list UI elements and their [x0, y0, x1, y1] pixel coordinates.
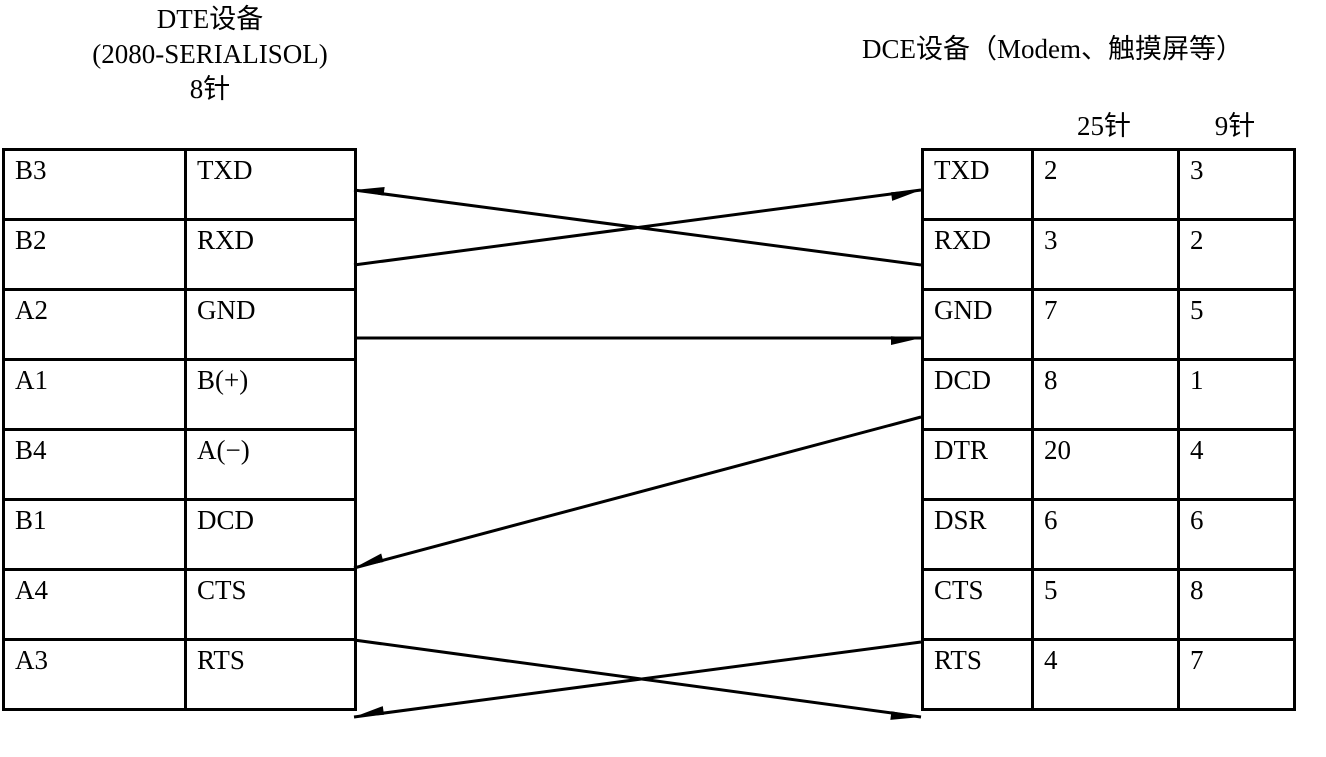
dce-pin9-cell: 3	[1177, 148, 1296, 221]
dce-pin9-cell: 1	[1177, 358, 1296, 431]
dce-signal-cell: RTS	[921, 638, 1034, 711]
dte-signal-cell: RTS	[184, 638, 357, 711]
dce-signal-cell: DSR	[921, 498, 1034, 571]
table-row: TXD 2 3	[921, 148, 1296, 221]
dte-pin-cell: A1	[2, 358, 187, 431]
table-row: DTR 20 4	[921, 428, 1296, 501]
dte-signal-cell: GND	[184, 288, 357, 361]
wire-group	[353, 186, 922, 720]
dce-pin25-cell: 8	[1031, 358, 1180, 431]
table-row: DCD 8 1	[921, 358, 1296, 431]
dte-signal-cell: B(+)	[184, 358, 357, 431]
dce-col-header-9pin: 9针	[1214, 111, 1256, 141]
dce-pin9-cell: 6	[1177, 498, 1296, 571]
dce-pin9-cell: 5	[1177, 288, 1296, 361]
dce-signal-cell: DTR	[921, 428, 1034, 501]
dce-pin9-cell: 2	[1177, 218, 1296, 291]
dte-signal-cell: A(−)	[184, 428, 357, 501]
dce-signal-table: TXD 2 3 RXD 3 2 GND 7 5 DCD 8 1 DTR 20	[921, 148, 1296, 711]
table-row: RXD 3 2	[921, 218, 1296, 291]
table-row: GND 7 5	[921, 288, 1296, 361]
arrowhead-dce-cts-to-dte-rts	[354, 706, 384, 717]
arrowhead-dte-gnd-to-dce-gnd	[891, 336, 921, 345]
dte-pin-cell: B1	[2, 498, 187, 571]
dte-pin-cell: A2	[2, 288, 187, 361]
dce-signal-cell: DCD	[921, 358, 1034, 431]
table-row: DSR 6 6	[921, 498, 1296, 571]
table-row: B1 DCD	[2, 498, 357, 571]
dte-signal-cell: CTS	[184, 568, 357, 641]
dce-device-header: DCE设备（Modem、触摸屏等）	[862, 32, 1326, 67]
arrowhead-dce-dcd-to-dte-dcd	[354, 553, 384, 568]
dte-title-line3: 8针	[189, 74, 231, 105]
dce-pin9-cell: 7	[1177, 638, 1296, 711]
dce-pin9-cell: 8	[1177, 568, 1296, 641]
dte-signal-cell: RXD	[184, 218, 357, 291]
table-row: A3 RTS	[2, 638, 357, 711]
dte-signal-cell: DCD	[184, 498, 357, 571]
dte-table-body: B3 TXD B2 RXD A2 GND A1 B(+) B4 A(−) B1 …	[2, 148, 357, 711]
wire-line-dte-rxd-to-dce-txd	[353, 188, 922, 267]
dce-pin25-cell: 2	[1031, 148, 1180, 221]
dce-pin25-cell: 4	[1031, 638, 1180, 711]
wire-line-dte-cts-to-dce-rts	[353, 638, 922, 719]
dte-pin-cell: A3	[2, 638, 187, 711]
dte-pin-cell: B4	[2, 428, 187, 501]
dce-signal-cell: GND	[921, 288, 1034, 361]
dce-pin25-cell: 5	[1031, 568, 1180, 641]
wire-line-dce-cts-to-dte-rts	[353, 640, 922, 719]
wire-line-dce-dcd-to-dte-dcd	[353, 415, 922, 570]
table-row: A2 GND	[2, 288, 357, 361]
arrowhead-dte-cts-to-dce-rts	[890, 711, 921, 720]
dte-pin-cell: A4	[2, 568, 187, 641]
table-row: A4 CTS	[2, 568, 357, 641]
dte-pin-cell: B2	[2, 218, 187, 291]
dce-pin25-cell: 20	[1031, 428, 1180, 501]
dte-device-header: DTE设备 (2080-SERIALISOL) 8针	[0, 2, 420, 107]
table-row: B2 RXD	[2, 218, 357, 291]
table-row: B3 TXD	[2, 148, 357, 221]
wire-line-dce-rxd-to-dte-txd	[353, 188, 922, 267]
dce-signal-cell: CTS	[921, 568, 1034, 641]
dte-title-line1: DTE设备	[156, 4, 264, 34]
dce-pin25-cell: 7	[1031, 288, 1180, 361]
arrowhead-dte-rxd-to-dce-txd	[891, 190, 921, 201]
dte-signal-cell: TXD	[184, 148, 357, 221]
dte-title-line2: (2080-SERIALISOL)	[92, 39, 328, 70]
dce-pin25-cell: 3	[1031, 218, 1180, 291]
dte-signal-table: B3 TXD B2 RXD A2 GND A1 B(+) B4 A(−) B1 …	[2, 148, 357, 711]
dte-pin-cell: B3	[2, 148, 187, 221]
table-row: A1 B(+)	[2, 358, 357, 431]
table-row: B4 A(−)	[2, 428, 357, 501]
dce-col-header-25pin: 25针	[1077, 111, 1131, 141]
dce-pin9-cell: 4	[1177, 428, 1296, 501]
dce-signal-cell: RXD	[921, 218, 1034, 291]
arrowhead-dce-rxd-to-dte-txd	[354, 186, 385, 196]
dce-signal-cell: TXD	[921, 148, 1034, 221]
dce-title: DCE设备（Modem、触摸屏等）	[862, 34, 1243, 64]
dce-table-body: TXD 2 3 RXD 3 2 GND 7 5 DCD 8 1 DTR 20	[921, 148, 1296, 711]
table-row: CTS 5 8	[921, 568, 1296, 641]
table-row: RTS 4 7	[921, 638, 1296, 711]
dce-pin25-cell: 6	[1031, 498, 1180, 571]
